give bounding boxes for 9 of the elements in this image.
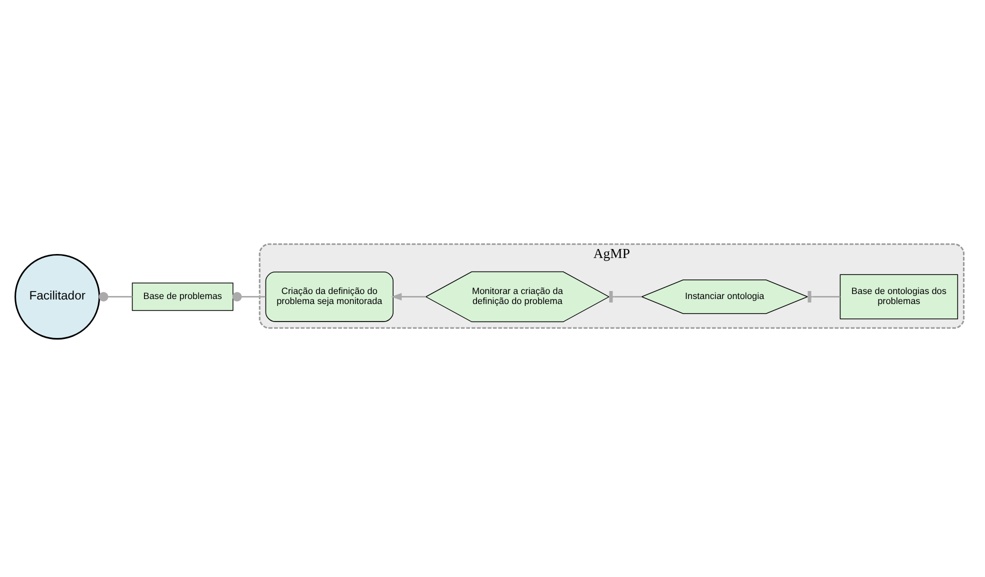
connector (808, 291, 840, 302)
connector (609, 291, 642, 302)
node-box: Base de problemas (132, 282, 234, 311)
node-box: Criação da definição do problema seja monitorada (265, 272, 394, 322)
connector (232, 292, 266, 302)
arrow (391, 293, 426, 301)
node-box: Base de ontologias dos problemas (840, 274, 958, 320)
connector (98, 292, 132, 302)
node-circle: Facilitador (14, 254, 100, 340)
